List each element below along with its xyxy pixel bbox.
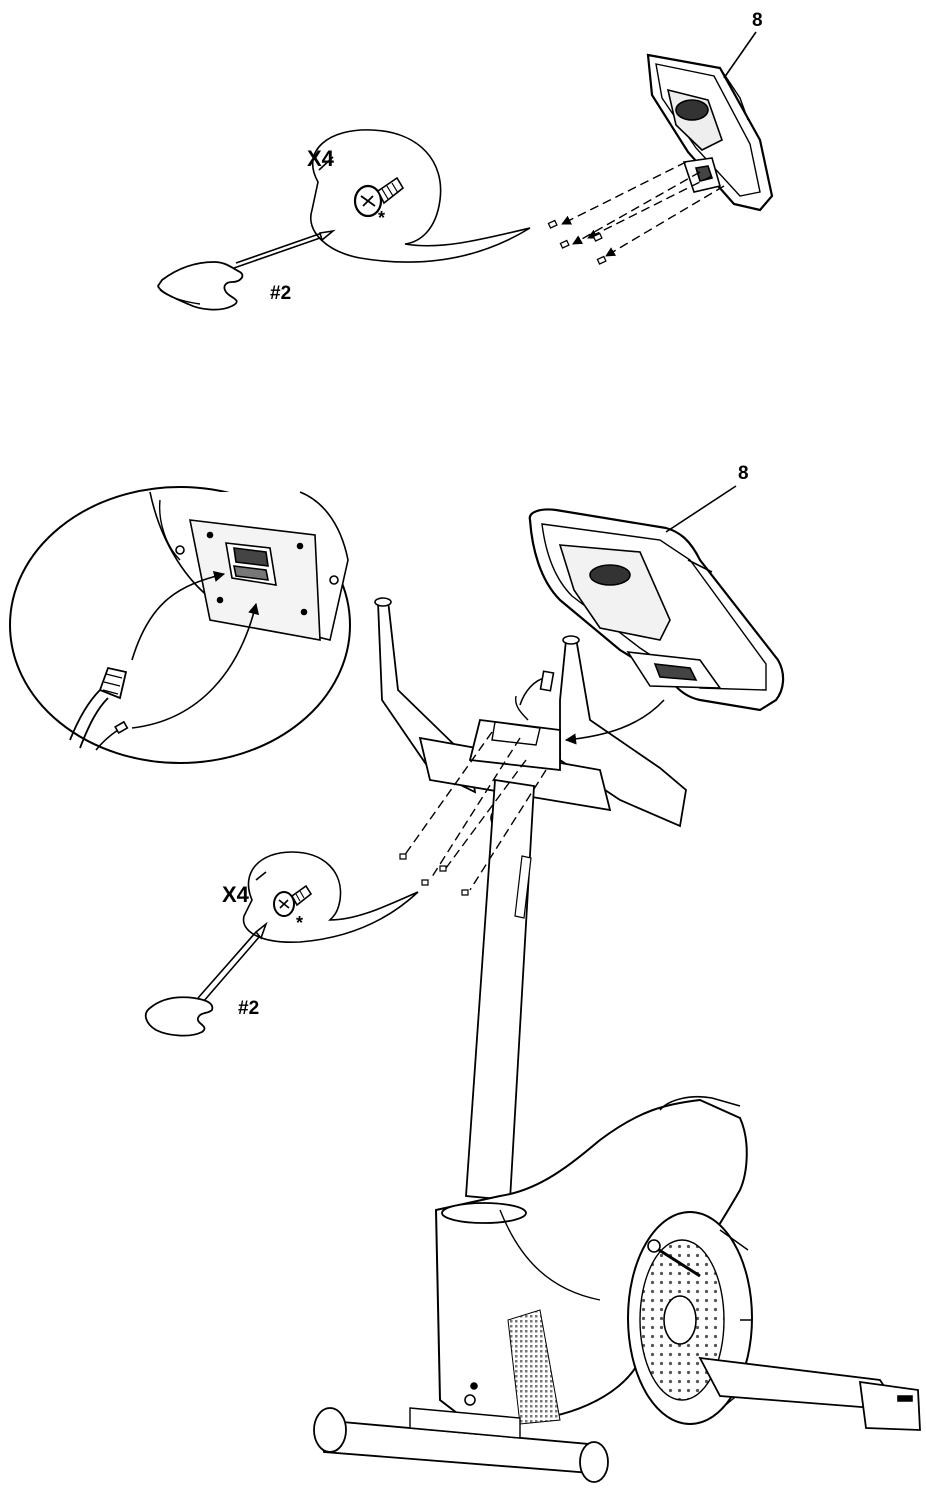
zoom-detail [10, 487, 350, 763]
step2-callout-bubble [244, 852, 418, 942]
step1-group [158, 32, 772, 310]
step2-part-leader [666, 486, 736, 532]
step2-asterisk: * [296, 913, 304, 933]
step2-group [10, 486, 920, 1482]
screw-icon [274, 886, 311, 916]
step1-part-number: 8 [752, 10, 763, 31]
console-icon [648, 55, 772, 210]
step2-tool-label: #2 [238, 998, 260, 1019]
step1-loose-screws [548, 220, 605, 263]
screwdriver-icon [158, 231, 333, 310]
step2-callout-leader [256, 872, 266, 880]
step1-asterisk: * [378, 208, 386, 228]
zoom-arrow-upper [132, 571, 226, 660]
cable-connector-icon [70, 668, 127, 750]
step2-guide-lines [404, 732, 546, 890]
step2-part-number: 8 [738, 463, 749, 484]
step1-quantity-label: X4 [307, 146, 334, 171]
step1-tool-label: #2 [270, 283, 292, 304]
screw-icon [355, 178, 403, 216]
step2-quantity-label: X4 [222, 882, 249, 907]
zoom-arrow-lower [132, 602, 260, 728]
console-icon [530, 509, 783, 710]
step1-part-leader [724, 32, 756, 78]
step1-guide-lines [561, 162, 724, 256]
step1-callout-leader [319, 157, 333, 170]
screwdriver-icon [146, 924, 266, 1036]
console-mount-arrow [564, 700, 664, 745]
step2-loose-screws [400, 854, 468, 895]
step1-callout-bubble [311, 130, 530, 262]
exercise-bike-icon [314, 509, 920, 1482]
